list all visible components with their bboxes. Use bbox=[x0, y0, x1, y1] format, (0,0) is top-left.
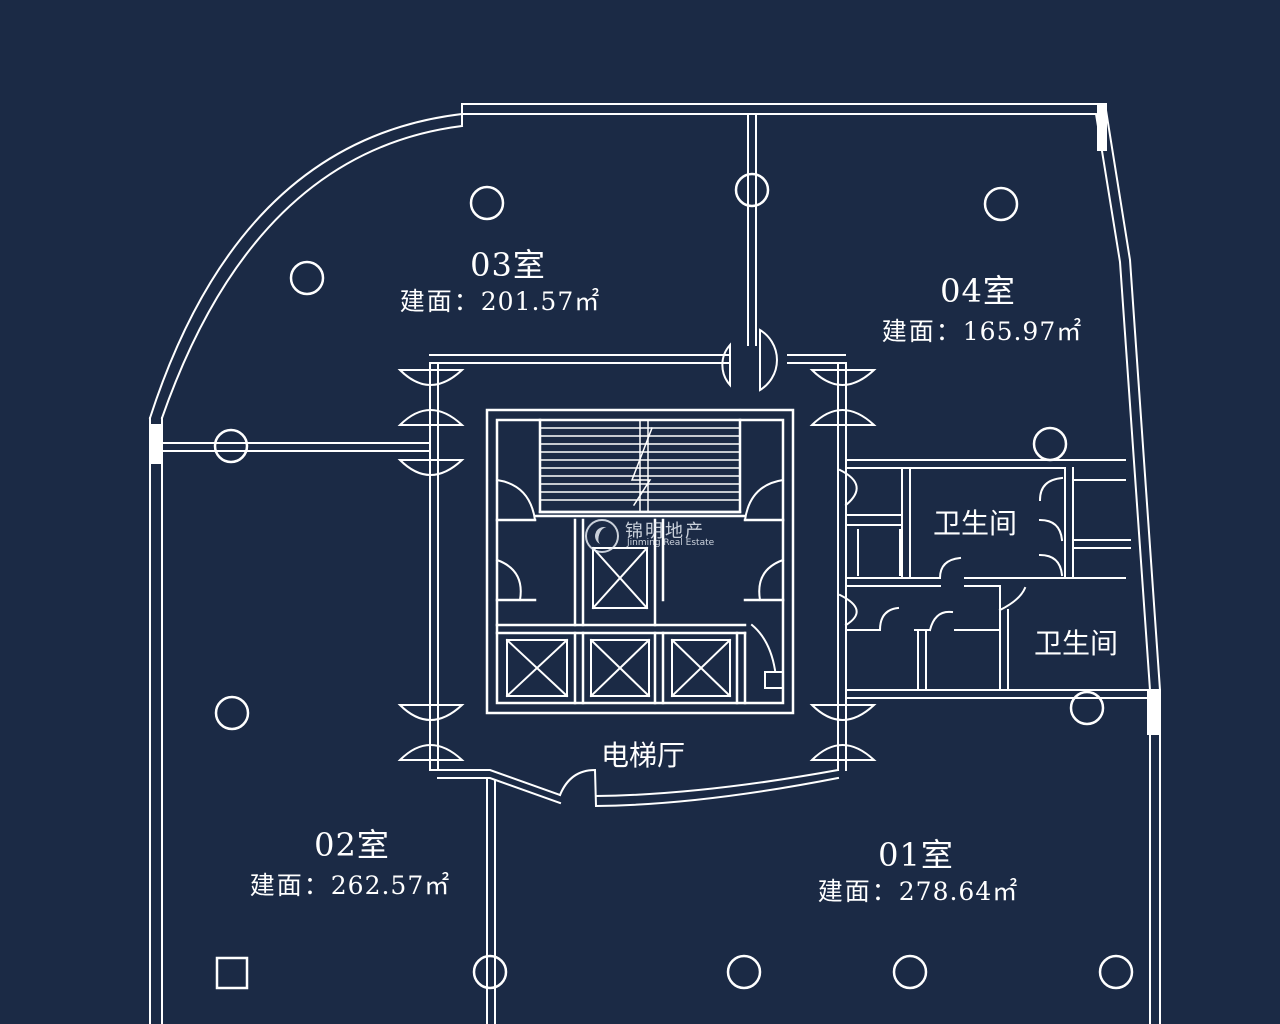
brand-logo-icon bbox=[585, 519, 619, 553]
restroom-label-2: 卫生间 bbox=[1033, 627, 1119, 660]
elevator-1 bbox=[591, 546, 649, 610]
room-02-area-value: 262.57㎡ bbox=[330, 871, 451, 900]
room-02-area: 建面：262.57㎡ bbox=[250, 866, 451, 902]
partitions bbox=[161, 113, 847, 1024]
elevator-hall-label: 电梯厅 bbox=[600, 739, 686, 772]
room-01-area-value: 278.64㎡ bbox=[898, 877, 1019, 906]
elevator-4 bbox=[670, 638, 732, 698]
elevator-2 bbox=[505, 638, 569, 698]
columns bbox=[213, 172, 1134, 990]
room-04-area: 建面：165.97㎡ bbox=[882, 312, 1083, 348]
room-03-area: 建面：201.57㎡ bbox=[400, 282, 601, 318]
watermark-cn: 锦明地产 bbox=[625, 521, 705, 542]
room-04-area-label: 建面： bbox=[881, 317, 963, 346]
room-03-name: 03室 bbox=[470, 246, 546, 284]
room-04-name: 04室 bbox=[940, 272, 1016, 310]
restroom-walls bbox=[845, 459, 1151, 699]
restroom-label-1: 卫生间 bbox=[932, 507, 1018, 540]
room-03-area-label: 建面： bbox=[399, 287, 481, 316]
room-02-name: 02室 bbox=[314, 826, 390, 864]
room-01-area: 建面：278.64㎡ bbox=[818, 872, 1019, 908]
core bbox=[485, 408, 795, 715]
room-01-name: 01室 bbox=[878, 836, 954, 874]
doors bbox=[397, 328, 877, 808]
room-02-area-label: 建面： bbox=[249, 871, 331, 900]
elevator-3 bbox=[589, 638, 651, 698]
staircase bbox=[539, 419, 741, 513]
elevator-shafts bbox=[505, 546, 732, 698]
watermark-en: Jinming Real Estate bbox=[627, 538, 715, 548]
room-04-area-value: 165.97㎡ bbox=[962, 317, 1083, 346]
outer-walls bbox=[148, 103, 1161, 1024]
room-03-area-value: 201.57㎡ bbox=[480, 287, 601, 316]
room-01-area-label: 建面： bbox=[817, 877, 899, 906]
